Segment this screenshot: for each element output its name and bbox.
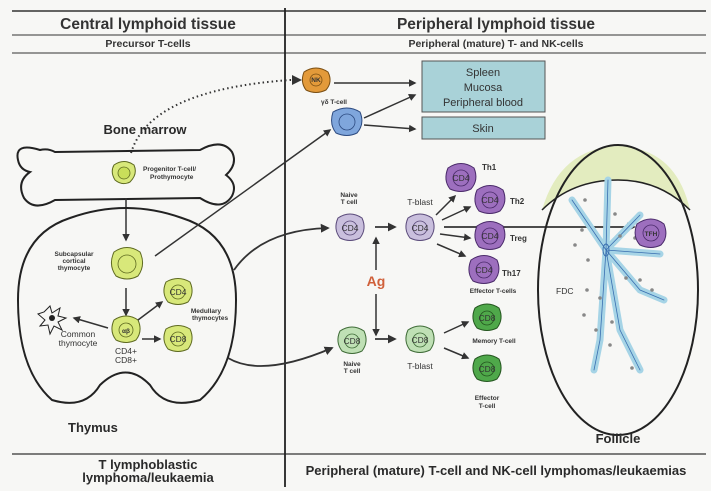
subcapsular-thymocyte-cell [110,247,144,280]
effector-cd8-label: CD8 [478,364,495,374]
common-thymocyte-label-2: thymocyte [59,338,98,348]
th1-cell [445,163,477,192]
naive-cd8-cell [337,326,367,354]
fdc-antigen-dots [573,198,654,370]
left-header-subtitle: Precursor T-cells [105,38,190,50]
tissue-box-skin [421,116,546,140]
effector-tcells-label: Effector T-cells [470,288,517,295]
follicle-label: Follicle [596,431,641,446]
follicle: TFH FDC [537,144,699,436]
common-thymocyte-label-1: Common [61,329,96,339]
footer-left-line-1: T lymphoblastic [99,457,198,472]
medullary-cd4-label: CD4 [169,287,186,297]
medullary-cd8-cell [163,325,193,352]
medullary-cd4-cell [163,278,193,305]
naive-cd4-cd4-label: CD4 [341,223,358,233]
tfh-label: TFH [645,231,658,238]
fdc-label: FDC [556,286,573,296]
cd4plus-label: CD4+ [115,346,137,356]
thymus-shape [16,207,238,404]
naive-cd8-label-2: T cell [344,368,361,375]
naive-cd8-cd8-label: CD8 [343,336,360,346]
right-header-subtitle: Peripheral (mature) T- and NK-cells [408,38,583,50]
naive-cd8-label-1: Naive [343,361,361,368]
gd-tcell [331,107,363,136]
cd4-tblast-cell [405,213,435,241]
memory-tcell [472,303,502,331]
subcapsular-label-1: Subcapsular [54,251,93,258]
th2-cd4-label: CD4 [481,195,498,205]
cd8-tblast-cell [405,325,435,353]
left-header-title: Central lymphoid tissue [60,16,236,33]
medullary-label-2: thymocytes [192,315,229,322]
th2-cell [474,185,506,214]
footer-right: Peripheral (mature) T-cell and NK-cell l… [306,463,687,478]
effector-tcell-label-1: Effector [475,395,500,402]
effector-tcell [472,354,502,382]
naive-cd4-cell [335,213,365,241]
effector-tcell-label-2: T-cell [479,403,496,410]
box-line-peripheral-blood: Peripheral blood [443,97,523,109]
treg-cell [474,221,506,250]
progenitor-cell [111,161,136,185]
dotted-migration-arrow [130,75,302,154]
footer-left-line-2: lymphoma/leukaemia [82,470,214,485]
th1-cd4-label: CD4 [452,173,469,183]
box-line-spleen: Spleen [466,67,500,79]
progenitor-label-2: Prothymocyte [150,174,194,181]
cd8-tblast-label: T-blast [407,361,433,371]
common-thymocyte-cell [111,315,141,343]
progenitor-label-1: Progenitor T-cell/ [143,166,196,173]
cd4-tblast-cd4-label: CD4 [411,223,428,233]
medullary-label-1: Medullary [191,308,222,315]
th1-label: Th1 [482,163,497,172]
cd8plus-label: CD8+ [115,355,137,365]
antigen-label: Ag [367,273,386,289]
treg-cd4-label: CD4 [481,231,498,241]
cd8-tblast-cd8-label: CD8 [411,335,428,345]
tissue-box-spleen-mucosa-blood [421,60,546,113]
th17-cd4-label: CD4 [475,265,492,275]
box-line-skin: Skin [472,123,493,135]
th17-label: Th17 [502,269,521,278]
box-line-mucosa: Mucosa [464,82,503,94]
thymus-label: Thymus [68,420,118,435]
apoptotic-cell-icon [37,305,68,336]
naive-cd4-label-2: T cell [341,199,358,206]
bone-shape [16,143,235,207]
bone-marrow-label: Bone marrow [103,122,187,137]
fdc-cell [568,176,668,374]
naive-cd4-label-1: Naive [340,192,358,199]
subcapsular-label-2: cortical [62,258,85,265]
subcapsular-label-3: thymocyte [58,265,91,272]
medullary-cd8-label: CD8 [169,334,186,344]
th17-cell [468,255,500,284]
treg-label: Treg [510,234,527,243]
right-header-title: Peripheral lymphoid tissue [397,16,595,33]
tfh-cell [634,218,667,248]
memory-cd8-label: CD8 [478,313,495,323]
table-grid [12,8,706,487]
cd4-tblast-label: T-blast [407,197,433,207]
th2-label: Th2 [510,197,525,206]
nk-cell [301,67,331,93]
gd-tcell-label: γδ T-cell [321,99,347,106]
memory-tcell-label: Memory T-cell [472,338,516,345]
nk-label: NK [311,77,321,84]
ab-label: αβ [122,328,130,335]
